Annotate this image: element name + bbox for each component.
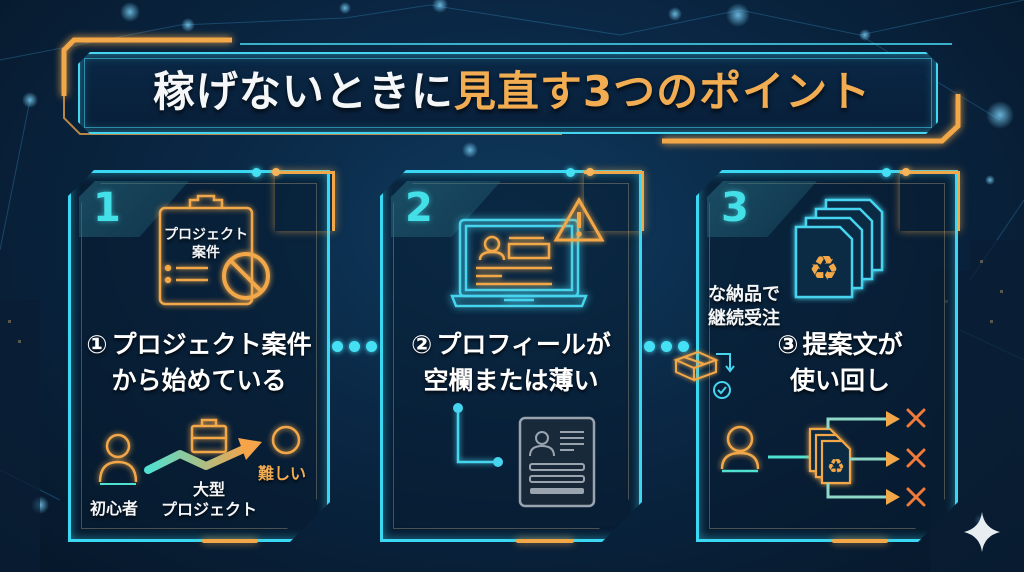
heading-line1: プロフィールが bbox=[436, 330, 611, 359]
laptop-profile-warning-icon bbox=[450, 196, 605, 308]
side-text-line1: な納品で bbox=[708, 284, 780, 305]
title-frame bbox=[78, 52, 938, 134]
title-part-orange: 見直す3つのポイント bbox=[453, 67, 872, 116]
clipboard-label-line2: 案件 bbox=[192, 245, 220, 261]
large-project-line2: プロジェクト bbox=[160, 500, 257, 519]
heading-line2: から始めている bbox=[111, 366, 287, 395]
beginner-to-project-diagram bbox=[98, 418, 301, 485]
heading-line2: 空欄または薄い bbox=[423, 366, 599, 395]
clipboard-prohibited-icon bbox=[158, 194, 270, 306]
heading-line1: プロジェクト案件 bbox=[111, 330, 312, 359]
large-project-line1: 大型 bbox=[192, 480, 225, 499]
title-part-white: 稼げないときに bbox=[152, 67, 454, 116]
cyan-node bbox=[252, 168, 261, 177]
svg-text:♻: ♻ bbox=[827, 454, 845, 478]
orange-node bbox=[586, 168, 594, 176]
circled-number: ③ bbox=[777, 330, 799, 359]
svg-text:♻: ♻ bbox=[809, 249, 839, 289]
card-number: 2 bbox=[405, 185, 433, 231]
cyan-node bbox=[882, 168, 891, 177]
orange-corner-accent bbox=[275, 171, 335, 231]
reused-proposal-diagram: ♻ bbox=[720, 408, 926, 507]
clipboard-label: プロジェクト 案件 bbox=[160, 226, 252, 262]
page-title: 稼げないときに見直す3つのポイント bbox=[62, 64, 962, 120]
card-inner-frame bbox=[393, 183, 629, 529]
title-banner: 稼げないときに見直す3つのポイント bbox=[61, 37, 962, 146]
connector-dots-1-2 bbox=[332, 341, 377, 352]
beginner-label: 初心者 bbox=[90, 499, 139, 518]
heading-line1: 提案文が bbox=[802, 330, 903, 359]
stacked-documents-recycle-icon: ♻ bbox=[794, 198, 884, 299]
orange-corner-accent bbox=[900, 171, 960, 231]
connector-dots-2-3 bbox=[644, 341, 689, 352]
circled-number: ① bbox=[86, 330, 108, 359]
card-inner-frame bbox=[709, 183, 945, 529]
side-text-line2: 継続受注 bbox=[708, 308, 780, 329]
card-inner-frame bbox=[81, 183, 317, 529]
title-banner-frame bbox=[61, 37, 961, 144]
difficult-label: 難しい bbox=[258, 464, 307, 483]
continued-orders-text: な納品で 継続受注 bbox=[660, 283, 780, 331]
card-number: 1 bbox=[93, 185, 121, 231]
title-frame-inner bbox=[84, 58, 932, 128]
sparkle-icon bbox=[964, 512, 1000, 552]
card-number: 3 bbox=[721, 185, 749, 231]
package-check-icon bbox=[673, 350, 735, 399]
cyan-node bbox=[566, 168, 575, 177]
heading-line2: 使い回し bbox=[789, 366, 890, 395]
orange-node bbox=[902, 168, 910, 176]
clipboard-label-line1: プロジェクト bbox=[164, 227, 248, 243]
bottom-orange-accent bbox=[202, 539, 258, 543]
large-project-label: 大型 プロジェクト bbox=[160, 480, 258, 520]
profile-document-icon bbox=[453, 403, 596, 508]
point-card-1: 1 bbox=[68, 170, 330, 542]
bottom-orange-accent bbox=[832, 539, 888, 543]
orange-corner-accent bbox=[584, 171, 644, 231]
bottom-orange-accent bbox=[516, 539, 574, 543]
circled-number: ② bbox=[411, 330, 433, 359]
orange-node bbox=[272, 168, 280, 176]
